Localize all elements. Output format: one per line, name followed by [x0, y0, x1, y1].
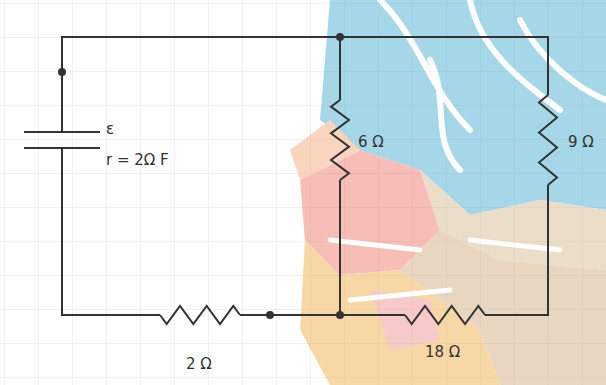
resistor-symbol [405, 306, 485, 324]
resistor-value: 9 Ω [568, 134, 594, 151]
wire [62, 148, 160, 315]
wire [339, 180, 341, 315]
wire [62, 37, 548, 132]
resistor-value: 6 Ω [358, 134, 384, 151]
watermark-illustration [290, 0, 606, 385]
resistor-symbol [331, 100, 349, 180]
emf-symbol: ε [106, 121, 114, 138]
resistor-symbol [539, 95, 557, 185]
resistors [160, 95, 557, 324]
junction-dots [58, 33, 344, 319]
wire [240, 314, 405, 316]
battery-symbol [24, 132, 100, 148]
resistor-symbol [160, 306, 240, 324]
wire [485, 185, 548, 315]
resistor-value: 2 Ω [186, 356, 212, 373]
internal-resistance: r = 2Ω F [106, 152, 169, 169]
wire [339, 37, 341, 100]
resistor-value: 18 Ω [425, 344, 460, 361]
wires [62, 37, 548, 315]
